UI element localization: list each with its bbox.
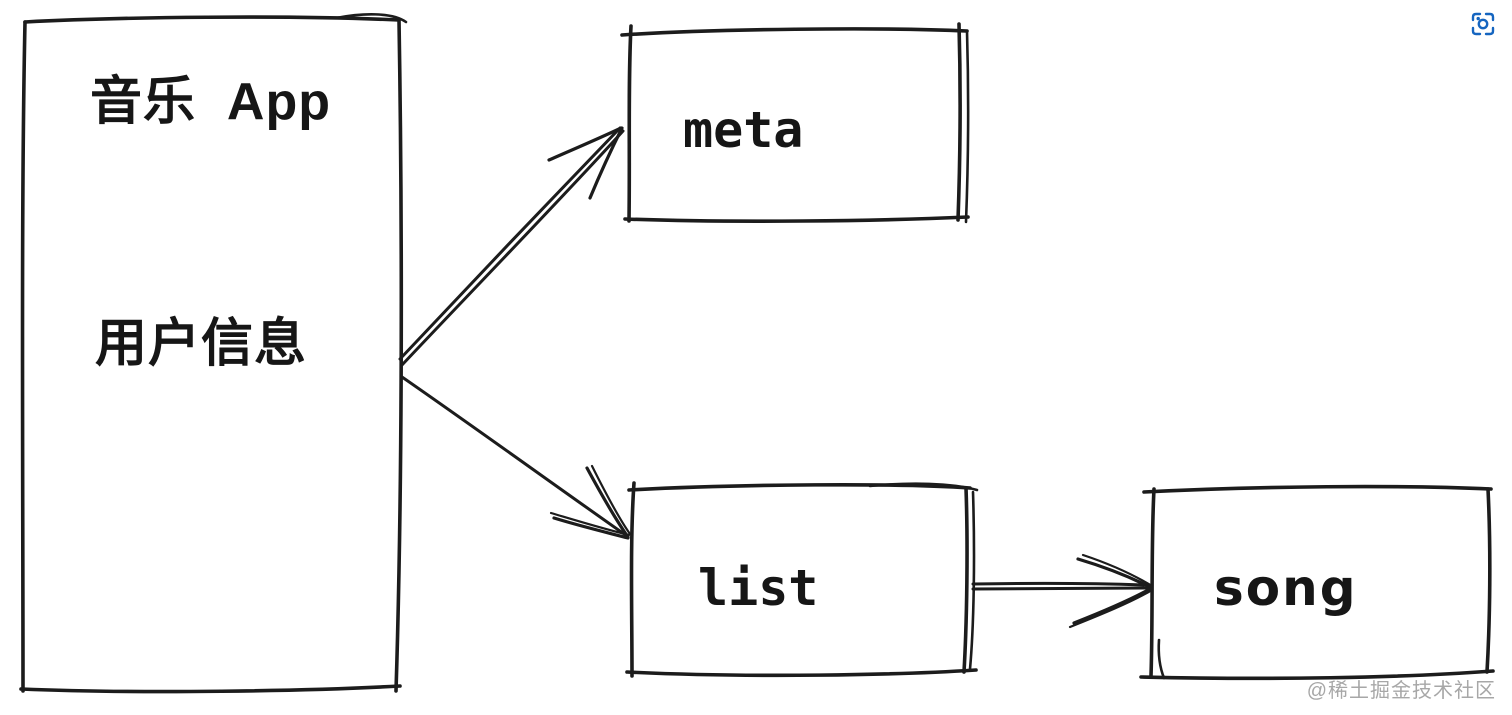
user-info-label: 用户信息 [95, 315, 308, 373]
node-music-app: 音乐 App 用户信息 [20, 18, 400, 695]
node-list: list [632, 487, 972, 675]
scan-dot [1476, 16, 1480, 21]
node-song: song [1150, 487, 1492, 673]
scan-icon [1471, 12, 1495, 36]
list-node-label: list [698, 559, 819, 617]
song-node-label: song [1214, 559, 1358, 617]
music-app-title: 音乐 App [90, 73, 331, 131]
scan-image-button[interactable] [1466, 8, 1500, 40]
meta-node-label: meta [683, 101, 804, 159]
node-meta: meta [625, 28, 965, 222]
